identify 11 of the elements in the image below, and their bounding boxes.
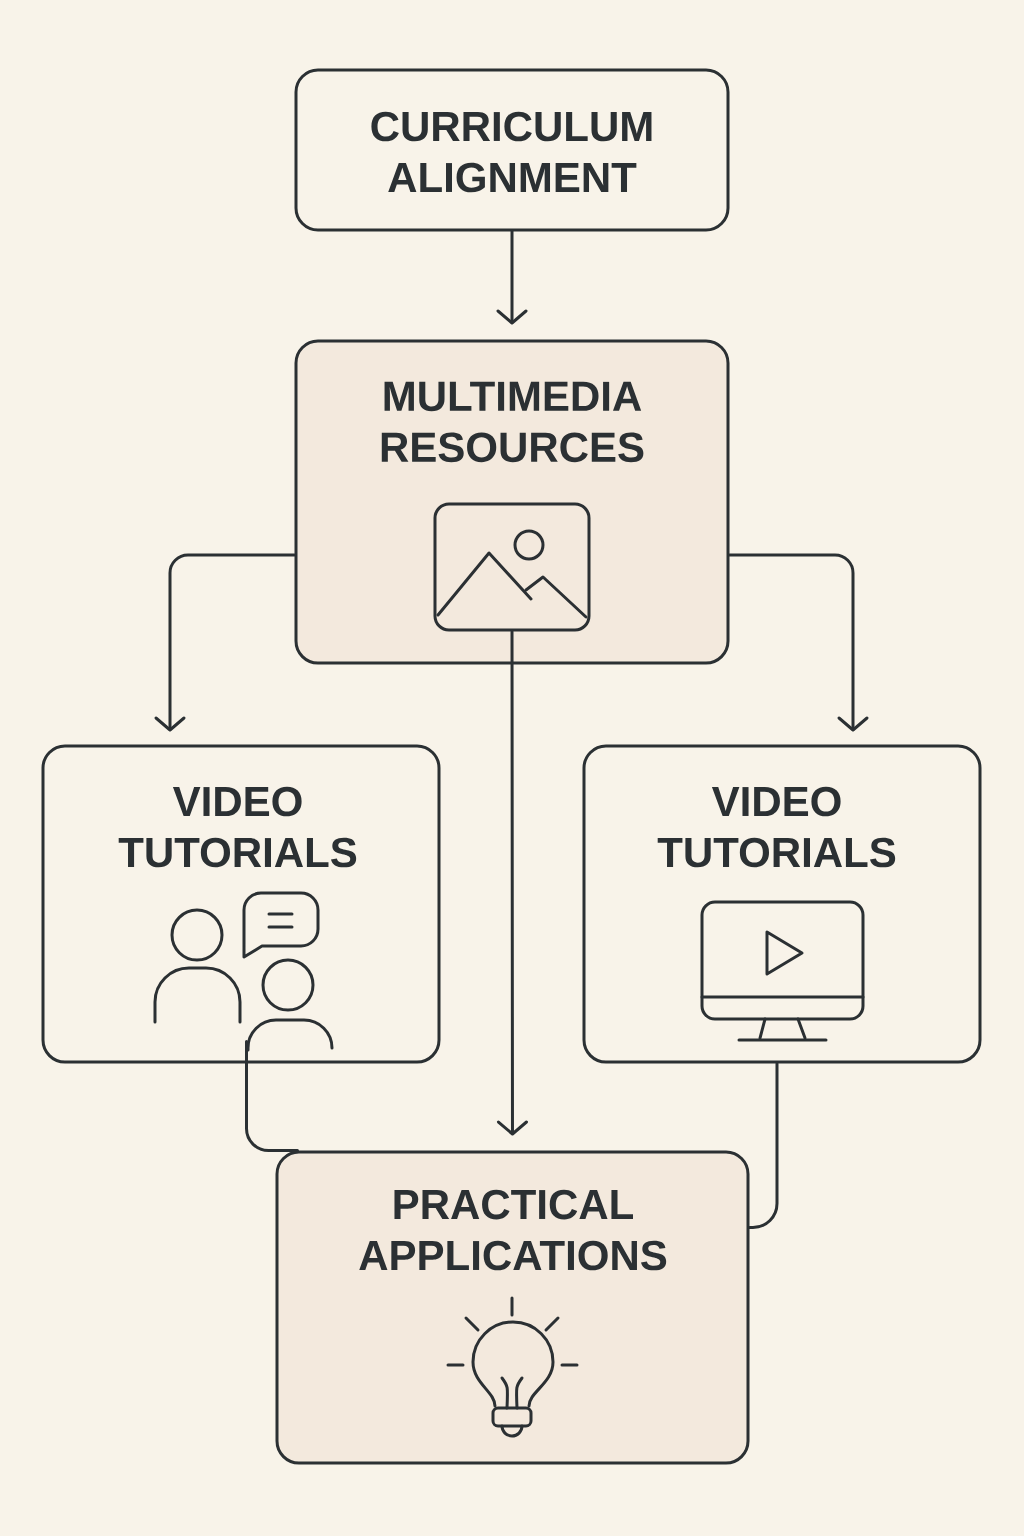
connector-line bbox=[748, 1062, 779, 1229]
process-box: VIDEO TUTORIALS bbox=[582, 744, 982, 1064]
process-box: VIDEO TUTORIALS bbox=[41, 744, 441, 1064]
process-box: MULTIMEDIA RESOURCES bbox=[294, 339, 730, 665]
arrow bbox=[728, 553, 869, 732]
arrow bbox=[496, 630, 528, 1136]
arrow bbox=[154, 553, 296, 732]
process-box: CURRICULUM ALIGNMENT bbox=[294, 68, 730, 232]
process-box: PRACTICAL APPLICATIONS bbox=[275, 1150, 750, 1465]
arrow bbox=[496, 230, 528, 325]
connector-line bbox=[245, 1040, 299, 1152]
